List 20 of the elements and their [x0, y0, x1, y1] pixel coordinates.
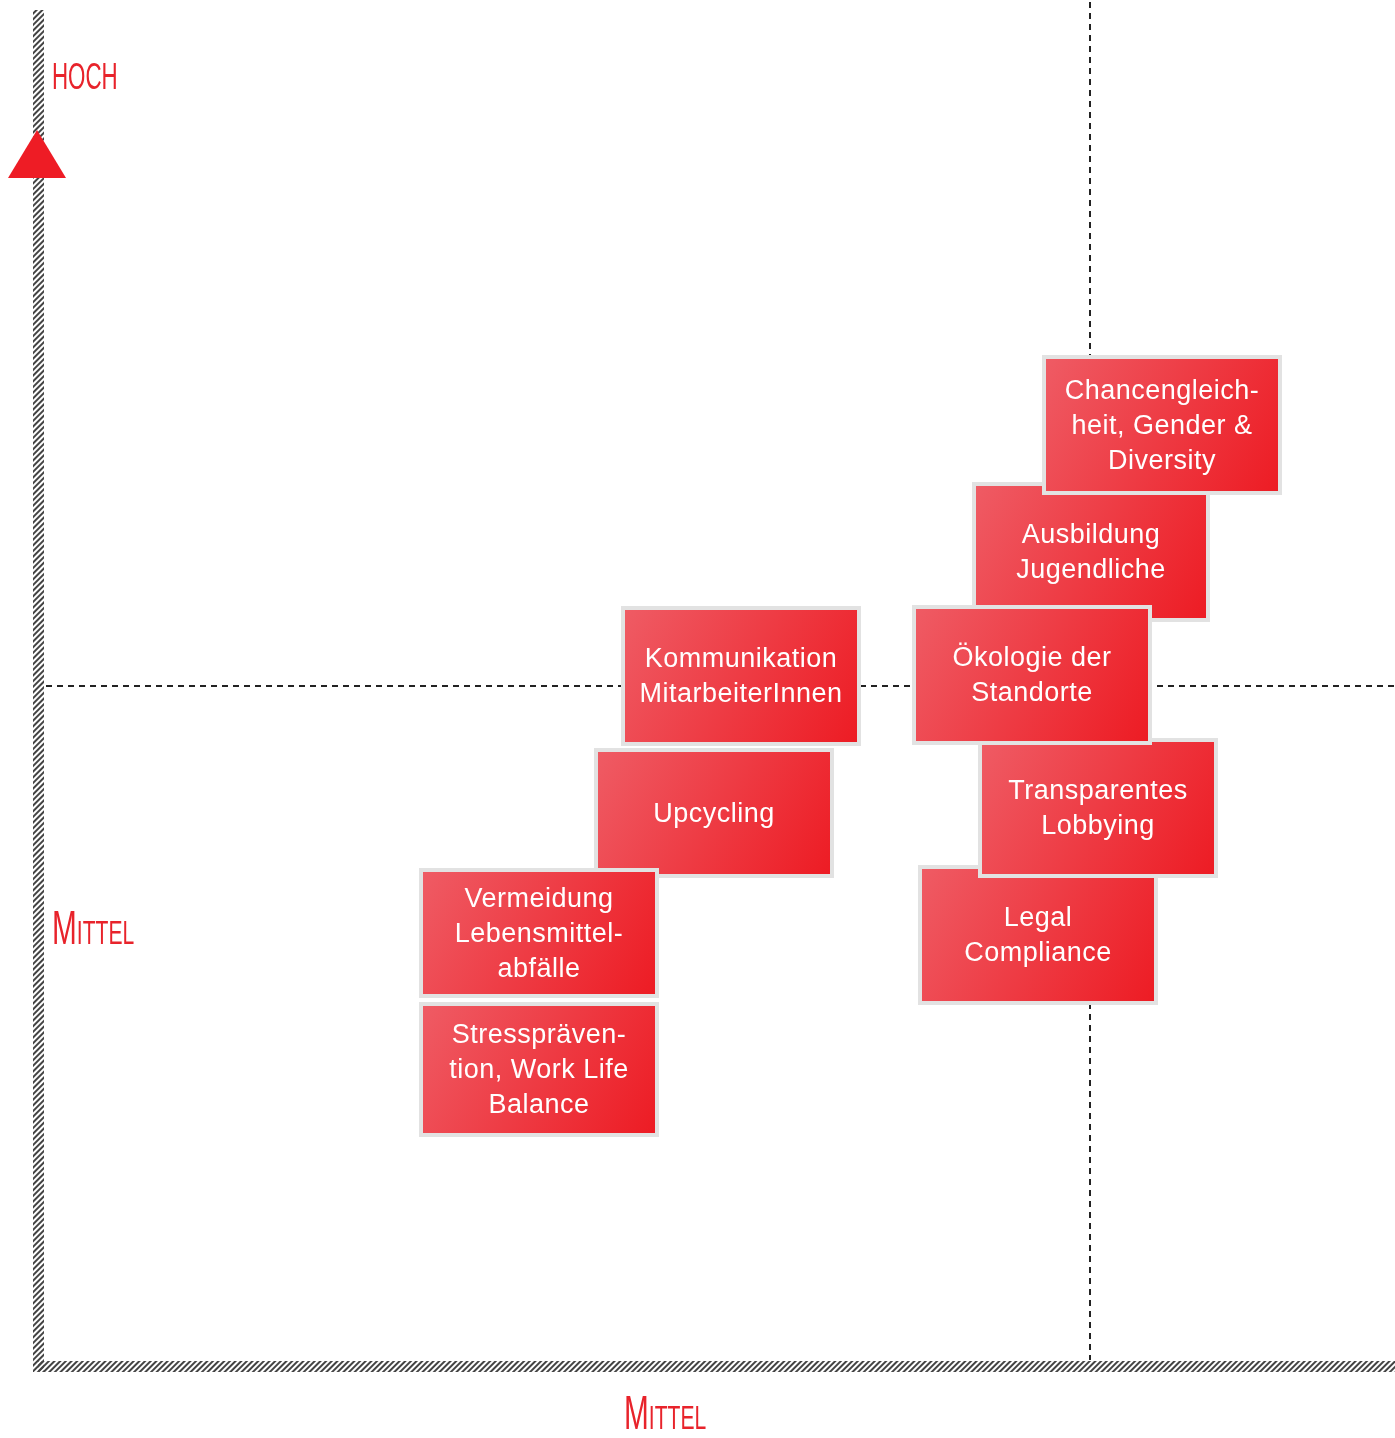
- axis-level-label: Mittel: [52, 900, 135, 955]
- topic-box: [978, 738, 1218, 878]
- topic-box: [594, 748, 834, 878]
- topic-box: [621, 606, 861, 746]
- topic-box: [912, 605, 1152, 745]
- topic-box: [1042, 355, 1282, 495]
- topic-label: Legal Compliance: [963, 901, 1113, 969]
- axis-level-label: HOCH: [52, 56, 118, 98]
- topic-label: Kommunikation MitarbeiterInnen: [638, 642, 844, 710]
- topic-box: [419, 1002, 659, 1137]
- topic-label: Vermeidung Lebensmittel-abfälle: [453, 881, 625, 985]
- topic-label: Transparentes Lobbying: [1007, 774, 1189, 842]
- topic-label: Ökologie der Standorte: [951, 641, 1113, 709]
- topic-label: Chancengleich-heit, Gender & Diversity: [1063, 373, 1261, 477]
- topic-label: Upcycling: [653, 796, 775, 830]
- topic-box: [918, 865, 1158, 1005]
- topic-box: [419, 868, 659, 998]
- topic-label: Ausbildung Jugendliche: [1015, 518, 1167, 586]
- axis-level-label: Mittel: [624, 1385, 707, 1438]
- topic-label: Stresspräven-tion, Work Life Balance: [448, 1018, 630, 1121]
